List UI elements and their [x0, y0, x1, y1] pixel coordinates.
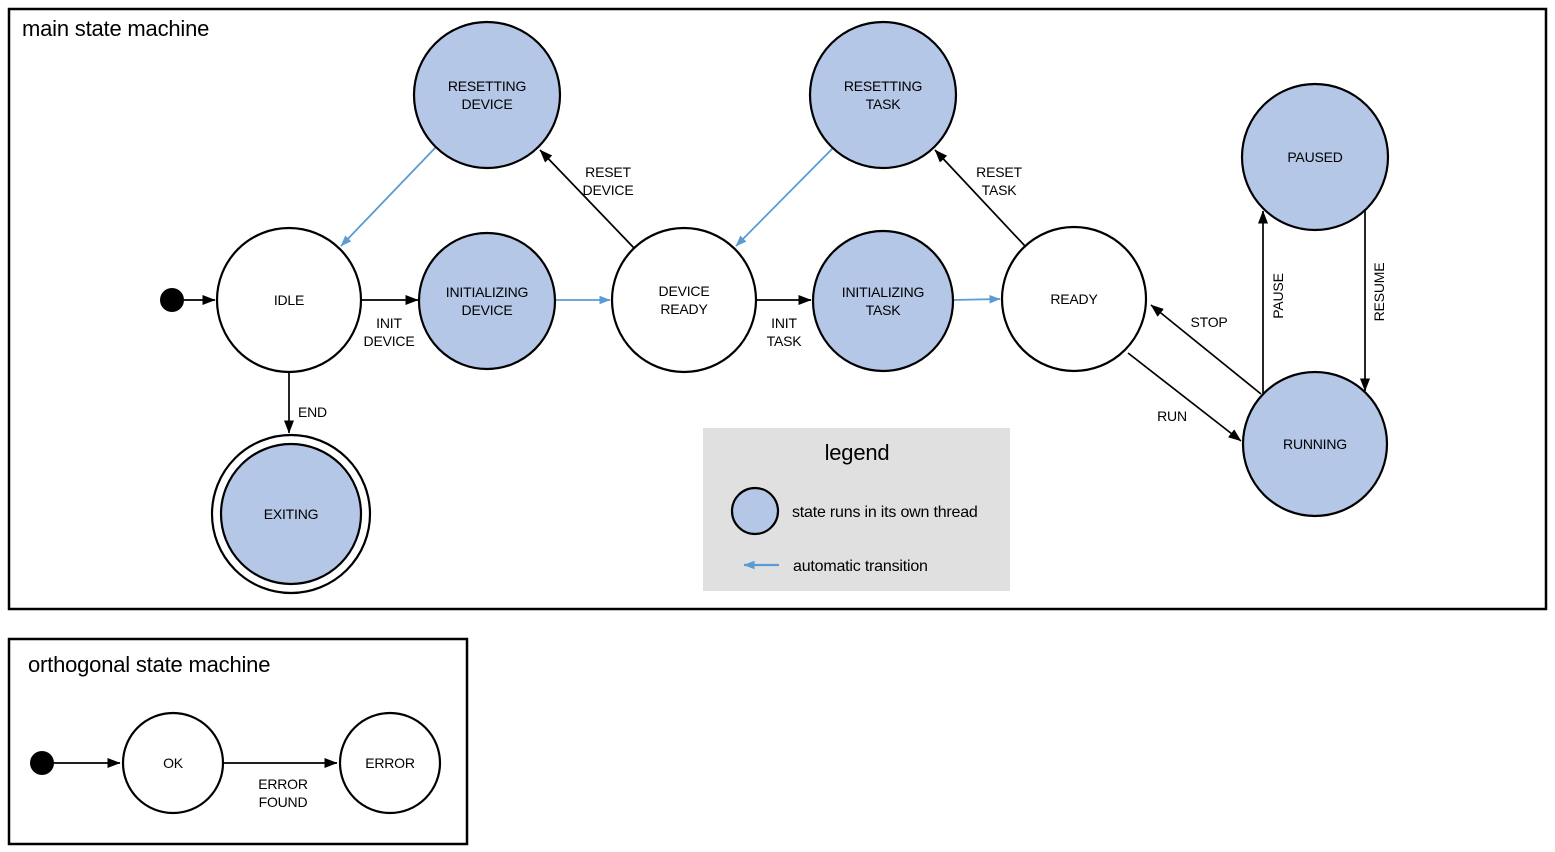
transition-idle-to-initializing-device: INIT DEVICE [361, 295, 419, 349]
state-label: EXITING [264, 506, 319, 522]
legend-thread-label: state runs in its own thread [792, 504, 978, 521]
state-circle [1240, 82, 1390, 232]
auto-transition-initializing-task-to-ready [952, 294, 1001, 304]
transition-label-reset-device-line2: DEVICE [583, 182, 634, 198]
transition-label-stop: STOP [1190, 314, 1227, 330]
state-label-line2: DEVICE [462, 302, 513, 318]
state-circle [610, 226, 758, 374]
state-label-line1: RESETTING [448, 78, 526, 94]
legend-thread-state-icon [730, 486, 780, 536]
transition-ready-to-resetting-task: RESET TASK [934, 149, 1026, 247]
transition-label-run: RUN [1157, 408, 1187, 424]
state-circle [1241, 370, 1389, 518]
state-label-line1: DEVICE [659, 283, 710, 299]
state-circle [811, 229, 955, 373]
transition-running-to-paused: PAUSE [1258, 210, 1286, 393]
state-circle [219, 442, 363, 586]
auto-transition-resetting-task-to-device-ready [735, 147, 834, 247]
transition-ready-to-running: RUN [1127, 352, 1242, 442]
state-label: ERROR [365, 755, 415, 771]
transition-label-init-device-line1: INIT [376, 315, 402, 331]
transition-device-ready-to-resetting-device: RESET DEVICE [539, 149, 635, 249]
state-circle [417, 231, 557, 371]
transition-label-error-found-line1: ERROR [258, 776, 308, 792]
transition-label-init-device-line2: DEVICE [364, 333, 415, 349]
legend: legend state runs in its own thread auto… [703, 428, 1010, 591]
state-circle [808, 20, 958, 170]
transition-paused-to-running: RESUME [1360, 210, 1387, 392]
state-device-ready: DEVICE READY [610, 226, 758, 374]
legend-auto-label: automatic transition [793, 558, 928, 575]
transition-label-init-task-line1: INIT [771, 315, 797, 331]
transition-line [1150, 304, 1262, 395]
transition-label-error-found-line2: FOUND [259, 794, 308, 810]
state-running: RUNNING [1241, 370, 1389, 518]
main-frame-title: main state machine [22, 16, 209, 41]
state-label-line1: INITIALIZING [842, 284, 924, 300]
transition-label-init-task-line2: TASK [767, 333, 803, 349]
state-label-line1: INITIALIZING [446, 284, 528, 300]
state-exiting-final: EXITING [210, 433, 372, 595]
state-initializing-task: INITIALIZING TASK [811, 229, 955, 373]
state-label: RUNNING [1283, 436, 1347, 452]
orthogonal-frame-title: orthogonal state machine [28, 652, 270, 677]
orthogonal-initial-state-dot [30, 751, 54, 775]
initial-state-dot [160, 288, 184, 312]
transition-label-pause: PAUSE [1270, 273, 1286, 318]
auto-transition-resetting-device-to-idle [340, 146, 437, 247]
transition-line [934, 149, 1026, 247]
state-resetting-device: RESETTING DEVICE [412, 20, 562, 170]
transition-label-resume: RESUME [1371, 263, 1387, 322]
state-label: OK [163, 755, 184, 771]
state-circle [215, 226, 363, 374]
state-label: READY [1050, 291, 1098, 307]
state-circle [412, 20, 562, 170]
state-paused: PAUSED [1240, 82, 1390, 232]
transition-label-reset-task-line1: RESET [976, 164, 1022, 180]
state-label-line2: TASK [866, 96, 902, 112]
orthogonal-state-machine-frame [7, 637, 469, 846]
state-label-line2: TASK [866, 302, 902, 318]
transition-idle-to-exiting: END [284, 372, 327, 434]
state-label-line2: READY [660, 301, 708, 317]
transition-label-reset-task-line2: TASK [982, 182, 1018, 198]
transition-running-to-ready: STOP [1150, 304, 1262, 395]
state-error: ERROR [338, 711, 442, 815]
state-circle [338, 711, 442, 815]
transition-label-end: END [298, 404, 327, 420]
state-ok: OK [121, 711, 225, 815]
transition-line [539, 149, 635, 249]
legend-title: legend [825, 440, 890, 465]
transition-label-reset-device-line1: RESET [585, 164, 631, 180]
main-state-machine-frame [7, 7, 1548, 611]
transition-device-ready-to-initializing-task: INIT TASK [756, 295, 812, 349]
transition-line [1127, 352, 1242, 442]
state-idle: IDLE [215, 226, 363, 374]
state-resetting-task: RESETTING TASK [808, 20, 958, 170]
transition-ok-to-error: ERROR FOUND [223, 758, 338, 810]
state-label-line1: RESETTING [844, 78, 922, 94]
state-label: PAUSED [1287, 149, 1342, 165]
state-initializing-device: INITIALIZING DEVICE [417, 231, 557, 371]
state-label: IDLE [274, 292, 304, 308]
state-circle [121, 711, 225, 815]
state-label-line2: DEVICE [462, 96, 513, 112]
state-ready: READY [1000, 225, 1148, 373]
state-circle [1000, 225, 1148, 373]
